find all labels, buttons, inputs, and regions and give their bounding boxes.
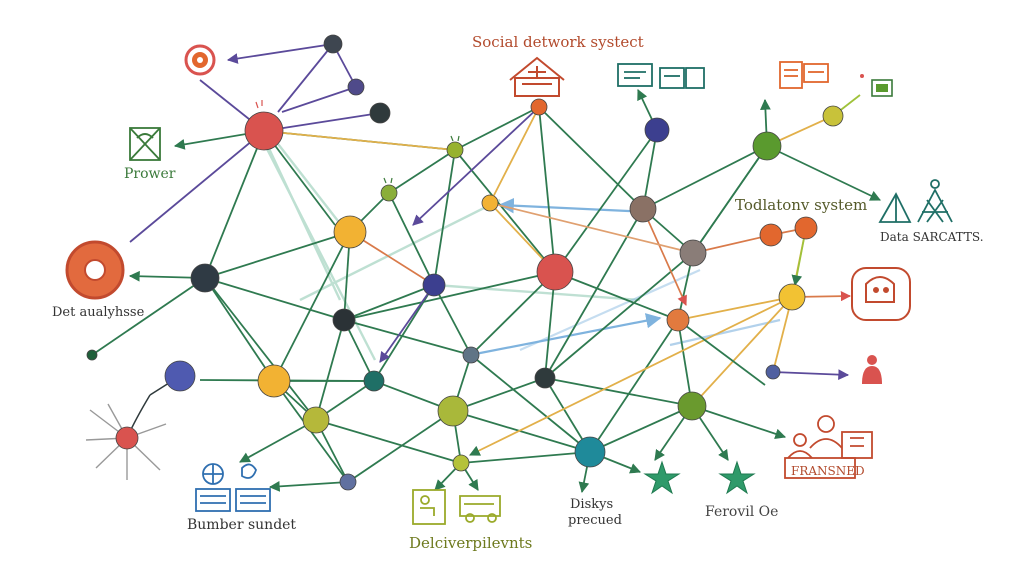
target-icon xyxy=(184,44,216,76)
node xyxy=(822,105,844,127)
node xyxy=(339,473,357,491)
node xyxy=(164,360,196,392)
node xyxy=(759,223,783,247)
label-deliv: Delciverpilevnts xyxy=(409,534,533,552)
node xyxy=(629,195,657,223)
node xyxy=(794,216,818,240)
label-fran: FRANSNED xyxy=(791,464,865,478)
delivery-icon xyxy=(412,489,501,525)
node xyxy=(452,454,470,472)
node xyxy=(666,308,690,332)
node xyxy=(534,367,556,389)
label-det: Det aualyhsse xyxy=(52,305,145,320)
document-icon xyxy=(779,61,829,89)
node xyxy=(765,364,781,380)
node xyxy=(752,131,782,161)
node xyxy=(347,78,365,96)
node xyxy=(778,283,806,311)
node xyxy=(363,370,385,392)
network-edges xyxy=(91,89,881,494)
person-icon xyxy=(862,355,882,384)
house-icon xyxy=(509,56,565,97)
card-icon xyxy=(195,488,271,512)
label-data: Data SARCATTS. xyxy=(880,230,984,244)
image-icon xyxy=(860,74,893,97)
cube-icon xyxy=(851,267,911,321)
node-red-hub xyxy=(244,111,284,151)
node xyxy=(333,215,367,249)
node xyxy=(257,364,291,398)
node xyxy=(190,263,220,293)
star-icon xyxy=(643,460,756,495)
node xyxy=(115,426,139,450)
node xyxy=(446,141,464,159)
label-disk-1: Diskys xyxy=(570,497,614,512)
ring-icon xyxy=(65,240,125,300)
node xyxy=(530,98,548,116)
node xyxy=(677,391,707,421)
label-ferov: Ferovil Oe xyxy=(705,504,779,520)
globe-icon xyxy=(202,463,257,485)
node xyxy=(481,194,499,212)
node xyxy=(574,436,606,468)
node-red-center xyxy=(536,253,574,291)
box-icon xyxy=(129,127,161,161)
tent-icon xyxy=(878,179,953,223)
node xyxy=(323,34,343,54)
node xyxy=(369,102,391,124)
node xyxy=(462,346,480,364)
node xyxy=(332,308,356,332)
node xyxy=(437,395,469,427)
network-nodes xyxy=(86,34,844,491)
label-power: Prower xyxy=(124,166,176,182)
label-bumber: Bumber sundet xyxy=(187,517,297,533)
background-links xyxy=(263,139,641,361)
node xyxy=(422,273,446,297)
monitor-icon xyxy=(617,63,705,89)
node xyxy=(302,406,330,434)
node xyxy=(679,239,707,267)
label-tod: Todlatonv system xyxy=(735,196,868,214)
node xyxy=(644,117,670,143)
node xyxy=(380,184,398,202)
label-disk-2: precued xyxy=(568,513,622,528)
diagram-title: Social detwork systect xyxy=(472,33,644,51)
node xyxy=(86,349,98,361)
group-icon xyxy=(784,415,873,479)
